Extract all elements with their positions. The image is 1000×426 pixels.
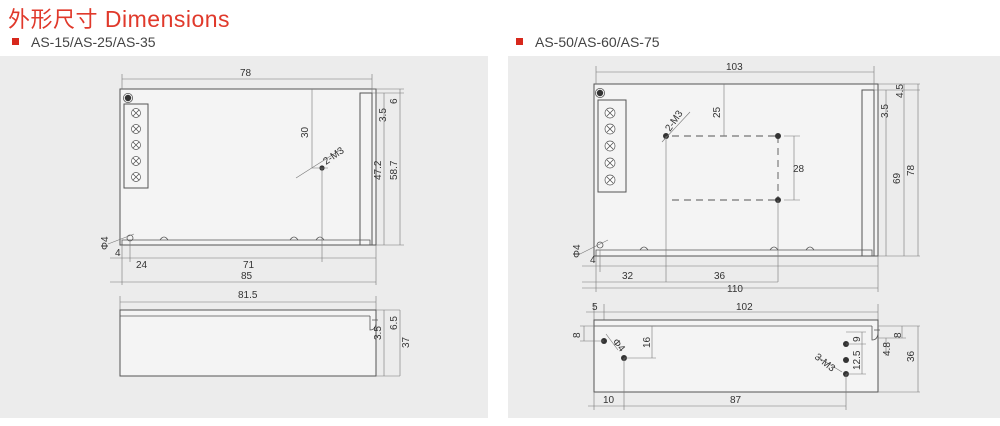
dim-103: 103 bbox=[726, 62, 743, 73]
dim-3-5-side: 3.5 bbox=[373, 326, 384, 340]
dim-78: 78 bbox=[240, 68, 252, 79]
dim-47-2: 47.2 bbox=[373, 160, 384, 180]
dim-87: 87 bbox=[730, 395, 742, 406]
dim-6: 6 bbox=[389, 98, 400, 104]
dim-16: 16 bbox=[642, 336, 653, 348]
dim-78-right: 78 bbox=[906, 164, 917, 176]
dim-4: 4 bbox=[115, 248, 121, 259]
dim-25: 25 bbox=[712, 106, 723, 118]
dim-9: 9 bbox=[852, 336, 863, 342]
left-side-view: 81.5 3.5 6.5 37 bbox=[119, 290, 412, 377]
dim-24: 24 bbox=[136, 260, 148, 271]
terminal-block bbox=[604, 107, 616, 186]
dim-12-5: 12.5 bbox=[852, 350, 863, 370]
dim-102: 102 bbox=[736, 302, 753, 313]
left-top-view: 78 30 2-M3 47.2 58.7 3.5 6 Φ4 4 24 71 85 bbox=[100, 68, 404, 285]
dim-6-5: 6.5 bbox=[389, 316, 400, 330]
title-en: Dimensions bbox=[104, 6, 231, 32]
dim-71: 71 bbox=[243, 260, 255, 271]
dim-4-5: 4.5 bbox=[895, 84, 906, 98]
dim-3-5: 3.5 bbox=[378, 108, 389, 122]
dim-58-7: 58.7 bbox=[389, 160, 400, 180]
left-models: AS-15/AS-25/AS-35 bbox=[31, 34, 156, 50]
left-section-header: AS-15/AS-25/AS-35 bbox=[12, 34, 156, 50]
terminal-block bbox=[131, 108, 141, 182]
dim-30: 30 bbox=[300, 126, 311, 138]
dim-5: 5 bbox=[592, 302, 598, 313]
dim-37: 37 bbox=[401, 336, 412, 348]
label-phi4-right: Φ4 bbox=[572, 244, 583, 258]
dim-32: 32 bbox=[622, 271, 634, 282]
dim-4-8: 4.8 bbox=[882, 342, 893, 356]
right-side-view: 5 102 8 Φ4 16 9 12.5 3-M3 8 4.8 36 10 87 bbox=[572, 302, 920, 410]
dim-28: 28 bbox=[793, 164, 805, 175]
page-title: 外形尺寸 Dimensions bbox=[8, 2, 230, 34]
dim-10: 10 bbox=[603, 395, 615, 406]
dim-4-right: 4 bbox=[590, 255, 596, 266]
dim-36-side: 36 bbox=[906, 350, 917, 362]
bullet-square-icon bbox=[12, 38, 19, 45]
right-section-header: AS-50/AS-60/AS-75 bbox=[516, 34, 660, 50]
title-cn: 外形尺寸 bbox=[8, 8, 99, 33]
dim-85: 85 bbox=[241, 271, 253, 282]
dim-36: 36 bbox=[714, 271, 726, 282]
dim-3-5-right: 3.5 bbox=[880, 104, 891, 118]
dim-8-right: 8 bbox=[893, 332, 904, 338]
dim-110: 110 bbox=[727, 284, 743, 295]
right-models: AS-50/AS-60/AS-75 bbox=[535, 34, 660, 50]
dim-8-left: 8 bbox=[572, 332, 583, 338]
dim-69: 69 bbox=[892, 172, 903, 184]
bullet-square-icon bbox=[516, 38, 523, 45]
right-top-view: 103 25 2-M3 28 69 78 3.5 4.5 Φ4 4 32 36 … bbox=[572, 62, 920, 295]
label-phi4: Φ4 bbox=[100, 236, 111, 250]
dim-81-5: 81.5 bbox=[238, 290, 258, 301]
